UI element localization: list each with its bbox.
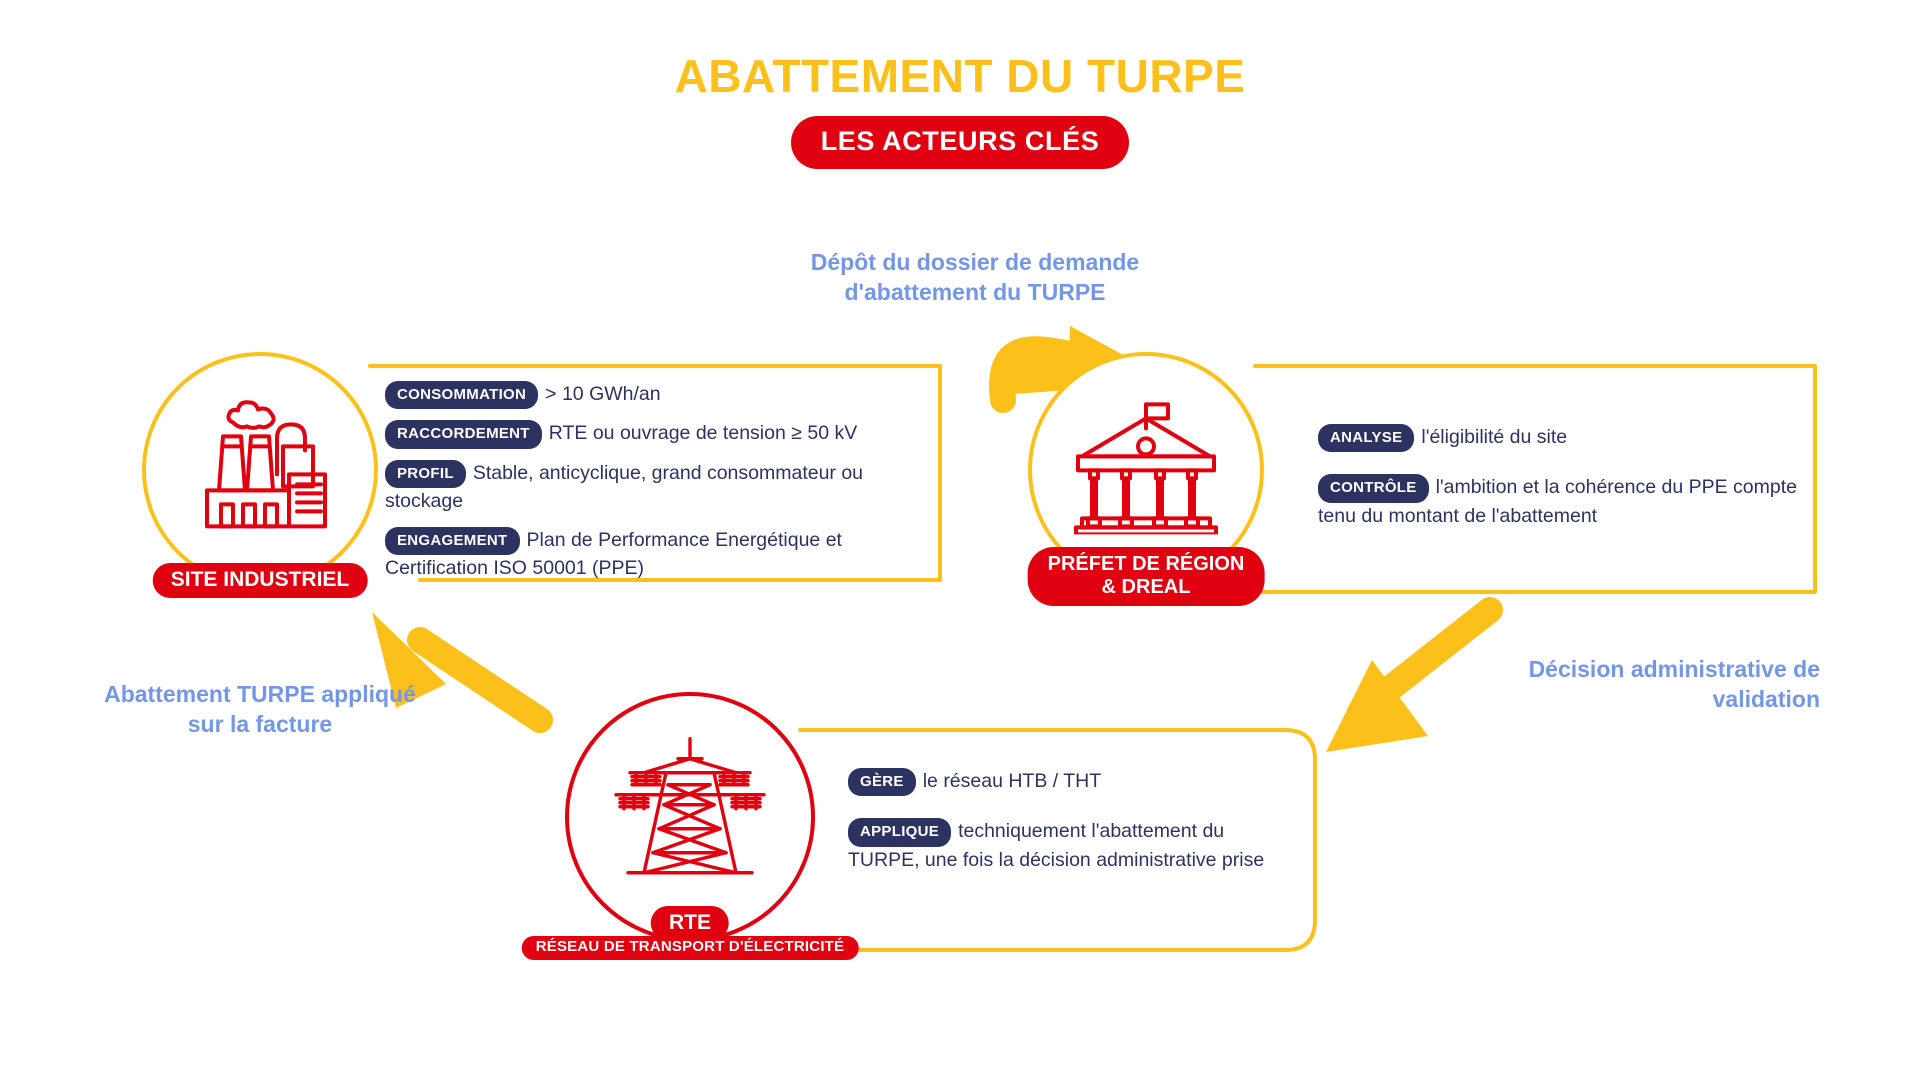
actor-circle-prefet[interactable]: PRÉFET DE RÉGION & DREAL: [1027, 352, 1265, 606]
detail-text: l'éligibilité du site: [1421, 426, 1568, 448]
detail-tag: RACCORDEMENT: [385, 420, 542, 449]
detail-row: RACCORDEMENT RTE ou ouvrage de tension ≥ …: [385, 420, 930, 449]
detail-text: Plan de Performance Energétique et Certi…: [385, 528, 842, 579]
subtitle-badge: LES ACTEURS CLÉS: [790, 116, 1130, 170]
page-title: ABATTEMENT DU TURPE: [674, 50, 1246, 102]
annotation-deposit-text: Dépôt du dossier de demande d'abattement…: [810, 249, 1140, 305]
annotation-abatement: Abattement TURPE appliqué sur la facture: [90, 680, 430, 740]
actor-circle-rte[interactable]: RTE RÉSEAU DE TRANSPORT D'ÉLECTRICITÉ: [521, 692, 859, 960]
title-block: ABATTEMENT DU TURPE LES ACTEURS CLÉS: [0, 50, 1920, 170]
annotation-decision: Décision administrative de validation: [1430, 655, 1820, 715]
rte-label-bottom: RÉSEAU DE TRANSPORT D'ÉLECTRICITÉ: [521, 936, 859, 960]
prefet-label-line1: PRÉFET DE RÉGION: [1047, 553, 1245, 576]
detail-tag: CONSOMMATION: [385, 381, 539, 410]
detail-text: techniquement l'abattement du TURPE, une…: [848, 820, 1265, 871]
detail-row: ANALYSE l'éligibilité du site: [1318, 424, 1818, 453]
actor-circle-site[interactable]: SITE INDUSTRIEL: [142, 352, 378, 598]
detail-text: Stable, anticyclique, grand consommateur…: [385, 461, 864, 512]
annotation-deposit: Dépôt du dossier de demande d'abattement…: [740, 248, 1210, 308]
detail-text: > 10 GWh/an: [545, 383, 661, 405]
rte-label-line1: RTE: [651, 905, 729, 941]
rte-label-line2: RÉSEAU DE TRANSPORT D'ÉLECTRICITÉ: [521, 936, 859, 960]
factory-icon: [205, 400, 327, 529]
detail-tag: PROFIL: [385, 459, 466, 488]
site-label-text: SITE INDUSTRIEL: [152, 563, 368, 598]
detail-row: CONSOMMATION > 10 GWh/an: [385, 381, 930, 410]
rte-label-top: RTE: [522, 905, 859, 941]
detail-text: le réseau HTB / THT: [922, 770, 1102, 792]
circle-label-prefet: PRÉFET DE RÉGION & DREAL: [1027, 547, 1265, 606]
annotation-decision-text: Décision administrative de validation: [1528, 656, 1820, 712]
annotation-abatement-text: Abattement TURPE appliqué sur la facture: [104, 681, 416, 737]
detail-panel-site: CONSOMMATION > 10 GWh/an RACCORDEMENT RTE …: [385, 381, 930, 583]
detail-tag: ENGAGEMENT: [385, 526, 520, 555]
detail-tag: GÈRE: [848, 768, 916, 797]
circle-label-site: SITE INDUSTRIEL: [152, 563, 368, 598]
detail-row: GÈRE le réseau HTB / THT: [848, 768, 1298, 797]
prefet-label-text: PRÉFET DE RÉGION & DREAL: [1027, 547, 1265, 606]
detail-tag: ANALYSE: [1318, 424, 1415, 453]
detail-tag: APPLIQUE: [848, 818, 952, 847]
detail-text: RTE ou ouvrage de tension ≥ 50 kV: [548, 422, 858, 445]
prefet-label-line2: & DREAL: [1101, 575, 1191, 598]
government-building-icon: [1074, 402, 1218, 535]
detail-tag: CONTRÔLE: [1318, 474, 1429, 503]
circle-label-rte: RTE RÉSEAU DE TRANSPORT D'ÉLECTRICITÉ: [521, 905, 859, 960]
detail-text: l'ambition et la cohérence du PPE compte…: [1318, 476, 1797, 527]
power-pylon-icon: [614, 737, 766, 875]
